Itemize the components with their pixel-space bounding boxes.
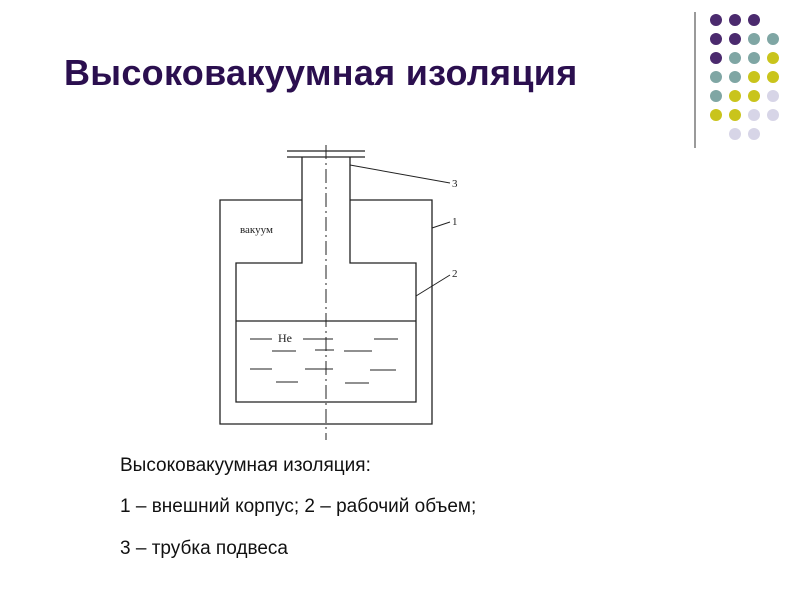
decor-dot — [710, 33, 722, 45]
decor-dot — [729, 109, 741, 121]
decor-dot — [748, 14, 760, 26]
liquid-helium-dashes — [250, 338, 398, 384]
decor-dot — [710, 109, 722, 121]
decor-dot — [710, 71, 722, 83]
callout-1-label: 1 — [452, 216, 458, 228]
decor-dot — [767, 109, 779, 121]
decor-dot — [710, 90, 722, 102]
decor-dot — [729, 14, 741, 26]
caption-line-2: 1 – внешний корпус; 2 – рабочий объем; — [120, 496, 477, 517]
decor-dot — [767, 33, 779, 45]
decor-dot — [729, 33, 741, 45]
decorative-dot-grid — [710, 14, 779, 140]
callout-2-label: 2 — [452, 268, 458, 280]
decor-dot — [748, 52, 760, 64]
outer-casing — [219, 199, 433, 425]
callout-1-leader — [431, 221, 451, 229]
decor-dot — [710, 14, 722, 26]
decor-dot — [729, 71, 741, 83]
callout-3-label: 3 — [452, 178, 458, 190]
callout-2-leader — [415, 274, 451, 297]
decor-dot — [767, 52, 779, 64]
decor-dot — [710, 52, 722, 64]
decor-dot — [748, 71, 760, 83]
caption-line-1: Высоковакуумная изоляция: — [120, 455, 371, 476]
callout-3-leader — [349, 164, 451, 184]
decor-dot — [729, 90, 741, 102]
decor-dot — [748, 109, 760, 121]
slide-title: Высоковакуумная изоляция — [64, 52, 578, 93]
decor-dot — [729, 128, 741, 140]
decor-dot — [748, 128, 760, 140]
suspension-tube-left-wall — [235, 157, 417, 403]
decor-dot — [729, 52, 741, 64]
decorative-vertical-line — [694, 12, 696, 148]
helium-label: He — [278, 331, 292, 345]
vacuum-label: вакуум — [240, 224, 273, 236]
decor-dot — [767, 71, 779, 83]
decor-dot — [748, 90, 760, 102]
decor-dot — [748, 33, 760, 45]
decor-dot — [767, 90, 779, 102]
caption-line-3: 3 – трубка подвеса — [120, 538, 288, 559]
